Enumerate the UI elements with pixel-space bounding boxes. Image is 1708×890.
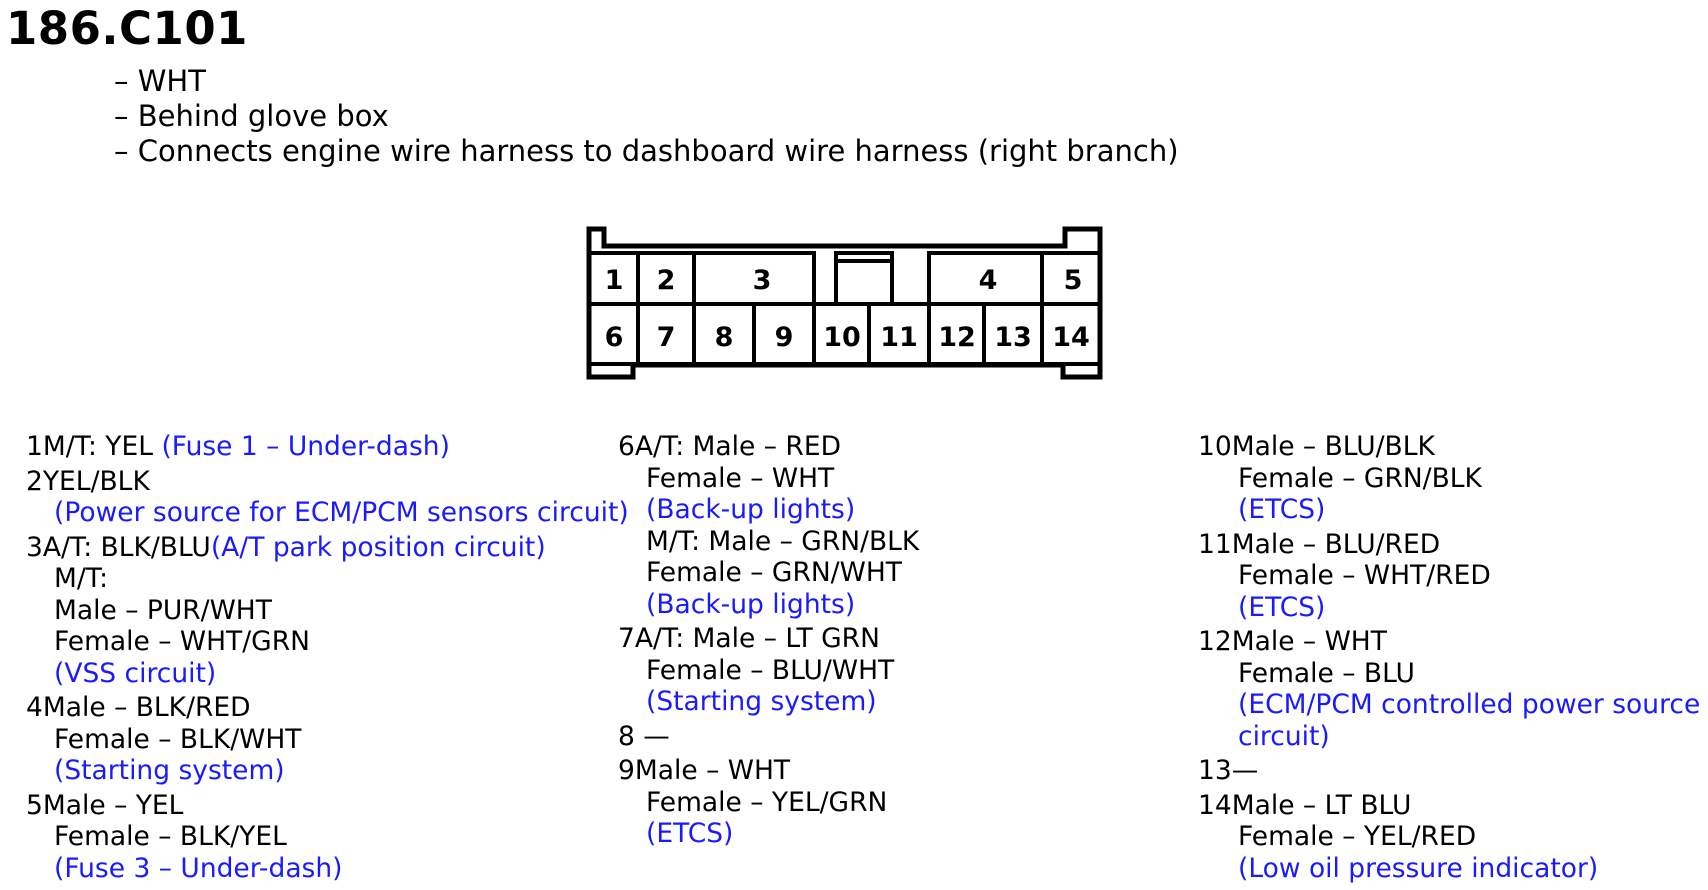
male-wire: Male – BLK/RED xyxy=(42,692,251,723)
circuit-note: (Low oil pressure indicator) xyxy=(1238,852,1599,884)
circuit-note: (Fuse 3 – Under-dash) xyxy=(54,852,343,884)
circuit-note: (Starting system) xyxy=(54,755,285,786)
wire-color: YEL/BLK xyxy=(42,465,150,497)
pin-label-12: 12 xyxy=(938,322,976,353)
circuit-note: (ETCS) xyxy=(1238,591,1326,623)
pin-label-4: 4 xyxy=(979,265,998,296)
connection-item: – Connects engine wire harness to dashbo… xyxy=(114,134,1179,168)
wire-color: A/T: BLK/BLU xyxy=(42,531,211,563)
pin-entry-8: 8 — xyxy=(618,721,919,753)
pin-label-8: 8 xyxy=(715,322,734,353)
location-item: – Behind glove box xyxy=(114,99,389,133)
male-wire: Male – PUR/WHT xyxy=(54,594,272,626)
pin-entry-10: 10Male – BLU/BLK Female – GRN/BLK (ETCS) xyxy=(1198,431,1700,526)
pin-number: 13 xyxy=(1198,755,1232,786)
pin-label-9: 9 xyxy=(775,322,794,353)
pin-entry-14: 14Male – LT BLU Female – YEL/RED (Low oi… xyxy=(1198,790,1700,885)
pin-number: 4 xyxy=(26,692,43,723)
female-wire: Female – BLU xyxy=(1238,657,1415,689)
pin-label-14: 14 xyxy=(1052,322,1090,353)
circuit-note: (Fuse 1 – Under-dash) xyxy=(161,431,450,462)
pin-number: 2 xyxy=(26,465,43,497)
connector-info-list: – WHT – Behind glove box – Connects engi… xyxy=(114,64,1179,169)
pin-label-13: 13 xyxy=(994,322,1032,353)
circuit-note: (Back-up lights) xyxy=(646,494,856,525)
pin-number: 11 xyxy=(1198,528,1232,560)
male-wire: M/T: Male – GRN/BLK xyxy=(646,525,920,557)
circuit-note: (Starting system) xyxy=(646,686,877,717)
pin-entry-4: 4Male – BLK/RED Female – BLK/WHT (Starti… xyxy=(26,692,629,787)
pin-label-1: 1 xyxy=(605,265,624,296)
pin-column-2: 6A/T: Male – RED Female – WHT (Back-up l… xyxy=(618,431,919,853)
pin-entry-1: 1M/T: YEL (Fuse 1 – Under-dash) xyxy=(26,431,629,463)
female-wire: Female – WHT xyxy=(646,462,835,494)
female-wire: Female – GRN/WHT xyxy=(646,557,902,588)
pin-entry-2: 2YEL/BLK (Power source for ECM/PCM senso… xyxy=(26,466,629,529)
pin-entry-12: 12Male – WHT Female – BLU (ECM/PCM contr… xyxy=(1198,626,1700,752)
page-title: 186.C101 xyxy=(6,2,248,55)
pin-number: 3 xyxy=(26,531,43,563)
pin-column-3: 10Male – BLU/BLK Female – GRN/BLK (ETCS)… xyxy=(1198,431,1700,887)
pin-number: 1 xyxy=(26,431,43,462)
pin-entry-6: 6A/T: Male – RED Female – WHT (Back-up l… xyxy=(618,431,919,620)
female-wire: Female – YEL/GRN xyxy=(646,786,888,818)
circuit-note: (VSS circuit) xyxy=(54,657,217,689)
male-wire: A/T: Male – LT GRN xyxy=(634,623,880,654)
pin-number: 9 xyxy=(618,755,635,786)
female-wire: Female – BLK/WHT xyxy=(54,723,302,755)
pin-column-1: 1M/T: YEL (Fuse 1 – Under-dash) 2YEL/BLK… xyxy=(26,431,629,887)
connector-diagram: 1 2 3 4 5 6 7 8 9 10 11 12 13 14 xyxy=(586,226,1103,380)
pin-entry-9: 9Male – WHT Female – YEL/GRN (ETCS) xyxy=(618,755,919,850)
pin-entry-3: 3A/T: BLK/BLU(A/T park position circuit)… xyxy=(26,532,629,690)
wire-color: — xyxy=(634,720,670,752)
connector-housing xyxy=(586,226,1103,380)
circuit-note: (ETCS) xyxy=(646,818,734,849)
pin-label-7: 7 xyxy=(657,322,676,353)
male-wire: A/T: Male – RED xyxy=(634,431,841,462)
male-wire: Male – BLU/BLK xyxy=(1231,431,1435,462)
circuit-note: (A/T park position circuit) xyxy=(210,531,546,563)
female-wire: Female – WHT/GRN xyxy=(54,626,310,657)
pin-number: 6 xyxy=(618,431,635,462)
pin-cell-14 xyxy=(1040,302,1102,366)
pin-label-10: 10 xyxy=(823,322,861,353)
male-wire: Male – LT BLU xyxy=(1231,789,1412,821)
female-wire: Female – BLU/WHT xyxy=(646,654,895,686)
wire-color: — xyxy=(1231,755,1259,786)
variant-label: M/T: xyxy=(54,563,108,594)
pin-number: 12 xyxy=(1198,626,1232,657)
pin-number: 7 xyxy=(618,623,635,654)
pin-label-5: 5 xyxy=(1064,265,1083,296)
pin-label-3: 3 xyxy=(753,265,772,296)
pin-entry-5: 5Male – YEL Female – BLK/YEL (Fuse 3 – U… xyxy=(26,790,629,885)
male-wire: Male – WHT xyxy=(1231,626,1387,657)
pin-entry-11: 11Male – BLU/RED Female – WHT/RED (ETCS) xyxy=(1198,529,1700,624)
pin-entry-13: 13— xyxy=(1198,755,1700,787)
circuit-note: (Back-up lights) xyxy=(646,588,856,620)
male-wire: Male – YEL xyxy=(42,789,184,821)
female-wire: Female – WHT/RED xyxy=(1238,560,1491,591)
pin-number: 8 xyxy=(618,720,635,752)
male-wire: Male – BLU/RED xyxy=(1231,528,1441,560)
male-wire: Male – WHT xyxy=(634,755,791,786)
pin-number: 14 xyxy=(1198,789,1232,821)
circuit-note: (Power source for ECM/PCM sensors circui… xyxy=(54,497,629,528)
pin-number: 10 xyxy=(1198,431,1232,462)
pin-label-11: 11 xyxy=(880,322,918,353)
pin-number: 5 xyxy=(26,789,43,821)
pin-label-2: 2 xyxy=(657,265,676,296)
circuit-note-continued: circuit) xyxy=(1238,720,1330,752)
female-wire: Female – GRN/BLK xyxy=(1238,462,1482,494)
pin-label-6: 6 xyxy=(605,322,624,353)
female-wire: Female – YEL/RED xyxy=(1238,821,1477,852)
wire-color: M/T: YEL xyxy=(42,431,153,462)
circuit-note: (ETCS) xyxy=(1238,494,1326,525)
female-wire: Female – BLK/YEL xyxy=(54,821,287,852)
circuit-note: (ECM/PCM controlled power source xyxy=(1238,689,1701,720)
pin-entry-7: 7A/T: Male – LT GRN Female – BLU/WHT (St… xyxy=(618,623,919,718)
color-item: – WHT xyxy=(114,64,206,98)
